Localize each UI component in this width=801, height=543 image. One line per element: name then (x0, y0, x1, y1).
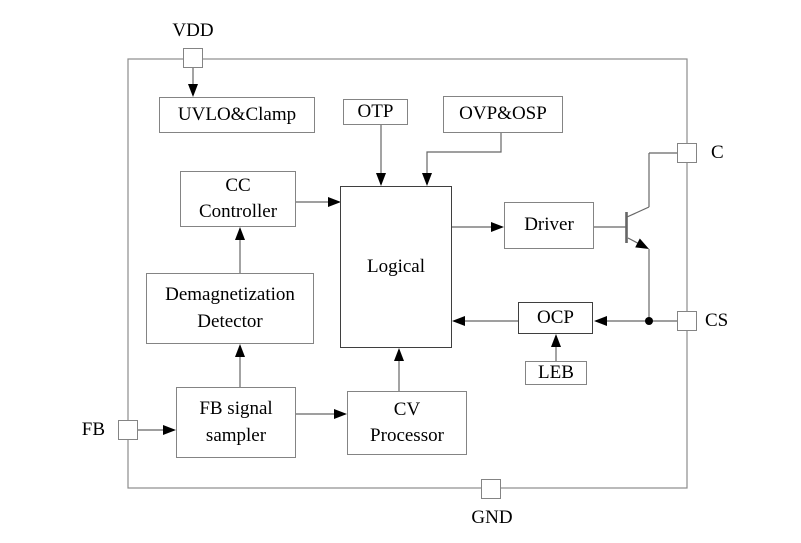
pin-label-c: C (711, 142, 724, 163)
block-label: OVP&OSP (459, 103, 547, 125)
pin-vdd (183, 48, 203, 68)
wire-ovp-to-logical (426, 133, 502, 184)
arrowhead-driver-right (491, 222, 504, 232)
arrowhead-ovp-down (422, 173, 432, 186)
block-label: LEB (538, 361, 574, 383)
arrowhead-otp-down (376, 173, 386, 186)
arrowhead-fb-right (163, 425, 176, 435)
arrowhead-logical-left (452, 316, 465, 326)
transistor-emitter-arrow (635, 238, 649, 249)
block-uvlo-clamp: UVLO&Clamp (159, 97, 315, 133)
block-label: CV Processor (370, 398, 444, 446)
block-label: FB signal sampler (199, 398, 273, 446)
junction-dot (645, 317, 653, 325)
arrowhead-vdd-down (188, 84, 198, 97)
block-driver: Driver (504, 202, 594, 249)
block-otp: OTP (343, 99, 408, 125)
block-label: OTP (357, 100, 394, 122)
arrowhead-cc-right (328, 197, 341, 207)
block-cc-controller: CC Controller (180, 171, 296, 227)
arrowhead-sampler-up (235, 344, 245, 357)
pin-gnd (481, 479, 501, 499)
pin-cs (677, 311, 697, 331)
block-label: OCP (537, 306, 574, 328)
block-demagnetization-detector: Demagnetization Detector (146, 273, 314, 344)
pin-label-gnd: GND (471, 507, 513, 528)
block-label: CC Controller (198, 174, 278, 222)
ic-boundary (127, 58, 688, 489)
block-leb: LEB (525, 361, 587, 385)
block-label: Driver (524, 214, 574, 236)
transistor-collector-diagonal (626, 206, 650, 218)
block-label: UVLO&Clamp (177, 103, 297, 125)
arrowhead-sampler-right (334, 409, 347, 419)
pin-fb (118, 420, 138, 440)
arrowhead-ocp-left (594, 316, 607, 326)
block-ovp-osp: OVP&OSP (443, 96, 563, 133)
arrowhead-leb-up (551, 334, 561, 347)
block-logical: Logical (340, 186, 452, 348)
pin-label-cs: CS (705, 310, 729, 331)
block-label: Demagnetization Detector (165, 284, 295, 332)
block-label: Logical (366, 255, 426, 277)
block-fb-signal-sampler: FB signal sampler (176, 387, 296, 458)
arrowhead-demag-up (235, 227, 245, 240)
pin-label-vdd: VDD (172, 20, 214, 41)
arrowhead-cv-up (394, 348, 404, 361)
pin-c (677, 143, 697, 163)
block-ocp: OCP (518, 302, 593, 334)
block-cv-processor: CV Processor (347, 391, 467, 455)
npn-transistor (594, 152, 677, 321)
pin-label-fb: FB (81, 419, 105, 440)
